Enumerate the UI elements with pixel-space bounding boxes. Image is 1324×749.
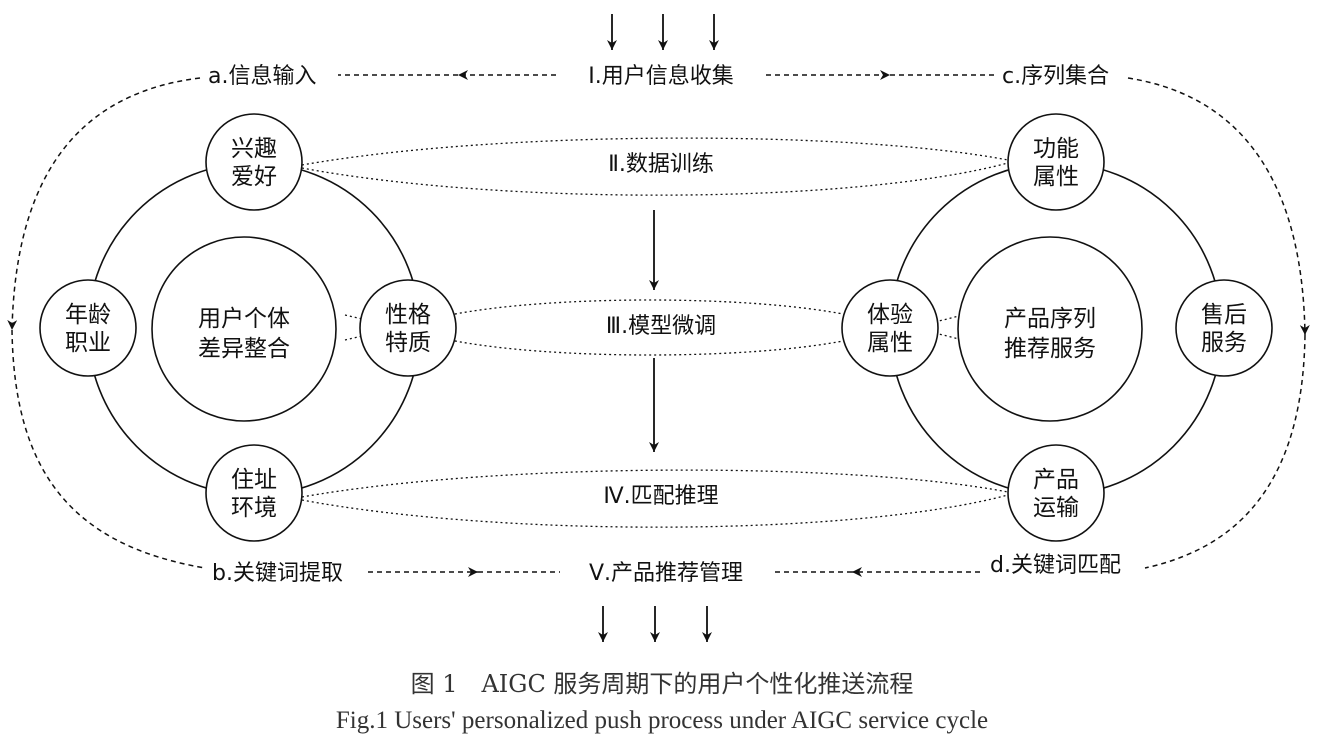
node-personality-traits: 性格 特质 xyxy=(359,279,457,377)
left-center-circle xyxy=(151,236,337,422)
svg-text:兴趣: 兴趣 xyxy=(231,136,277,162)
svg-text:年龄: 年龄 xyxy=(65,302,111,328)
caption-zh: 图 1 AIGC 服务周期下的用户个性化推送流程 xyxy=(411,670,914,698)
stage-labels: Ⅰ.用户信息收集 Ⅱ.数据训练 Ⅲ.模型微调 Ⅳ.匹配推理 Ⅴ.产品推荐管理 xyxy=(556,60,772,587)
svg-text:售后: 售后 xyxy=(1201,302,1247,328)
top-input-arrows xyxy=(607,14,719,50)
stage-3-label: Ⅲ.模型微调 xyxy=(606,314,716,339)
svg-text:住址: 住址 xyxy=(231,467,277,493)
node-function-attribute: 功能 属性 xyxy=(1007,113,1105,211)
svg-text:环境: 环境 xyxy=(231,495,277,521)
node-interest-hobby: 兴趣 爱好 xyxy=(205,113,303,211)
stage-5-label: Ⅴ.产品推荐管理 xyxy=(589,561,743,586)
caption-en: Fig.1 Users' personalized push process u… xyxy=(336,707,988,734)
node-address-environment: 住址 环境 xyxy=(205,444,303,542)
right-center-line1: 产品序列 xyxy=(1004,306,1096,332)
node-product-transport: 产品 运输 xyxy=(1007,444,1105,542)
node-age-occupation: 年龄 职业 xyxy=(39,279,137,377)
label-b-keyword-extraction: b.关键词提取 xyxy=(212,561,343,586)
svg-text:性格: 性格 xyxy=(385,302,431,328)
bottom-output-arrows xyxy=(598,606,712,642)
outer-loops xyxy=(7,77,1310,569)
stage-2-label: Ⅱ.数据训练 xyxy=(608,152,714,177)
side-labels: a.信息输入 b.关键词提取 c.序列集合 d.关键词匹配 xyxy=(208,64,1121,586)
svg-text:产品: 产品 xyxy=(1033,467,1079,493)
svg-text:服务: 服务 xyxy=(1201,330,1247,356)
right-cluster: 产品序列 推荐服务 功能 属性 体验 属性 售后 服务 产品 运输 xyxy=(841,113,1273,542)
svg-text:爱好: 爱好 xyxy=(231,164,277,190)
svg-text:特质: 特质 xyxy=(385,330,431,356)
node-experience-attribute: 体验 属性 xyxy=(841,279,939,377)
svg-text:功能: 功能 xyxy=(1033,136,1079,162)
left-center-line1: 用户个体 xyxy=(198,306,290,332)
left-center-line2: 差异整合 xyxy=(198,336,290,362)
svg-text:运输: 运输 xyxy=(1033,495,1079,521)
right-center-line2: 推荐服务 xyxy=(1004,336,1096,362)
node-after-sales-service: 售后 服务 xyxy=(1175,279,1273,377)
label-d-keyword-matching: d.关键词匹配 xyxy=(990,553,1121,578)
stage-1-label: Ⅰ.用户信息收集 xyxy=(588,64,733,89)
left-cluster: 用户个体 差异整合 兴趣 爱好 年龄 职业 性格 特质 住址 环境 xyxy=(39,113,457,542)
label-c-sequence-set: c.序列集合 xyxy=(1002,64,1109,89)
right-center-circle xyxy=(957,236,1143,422)
svg-text:属性: 属性 xyxy=(1033,164,1079,190)
svg-text:职业: 职业 xyxy=(65,330,111,356)
figure-caption: 图 1 AIGC 服务周期下的用户个性化推送流程 Fig.1 Users' pe… xyxy=(336,670,988,734)
label-a-info-input: a.信息输入 xyxy=(208,64,316,89)
svg-text:属性: 属性 xyxy=(867,330,913,356)
stage-4-label: Ⅳ.匹配推理 xyxy=(603,484,718,509)
svg-text:体验: 体验 xyxy=(867,302,913,328)
